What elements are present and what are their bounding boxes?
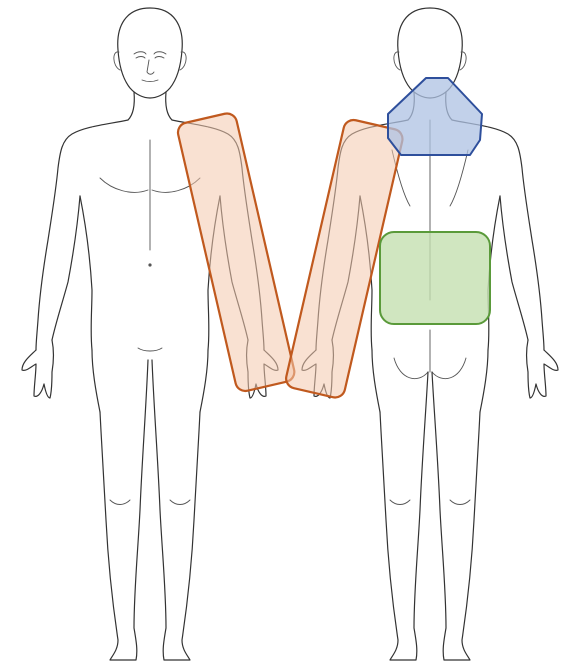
highlight-lower-back: [380, 232, 490, 324]
front-right-leg: [152, 360, 200, 660]
back-right-leg: [432, 372, 480, 660]
front-head: [118, 8, 182, 98]
highlight-right-arm-front: [176, 112, 296, 393]
back-left-leg: [380, 372, 428, 660]
front-torso-outline: [36, 120, 128, 350]
highlight-regions: [176, 78, 490, 399]
front-left-hand: [22, 340, 54, 398]
back-right-hand: [527, 340, 559, 398]
front-left-leg: [100, 360, 148, 660]
highlight-neck-upper-back: [388, 78, 482, 155]
